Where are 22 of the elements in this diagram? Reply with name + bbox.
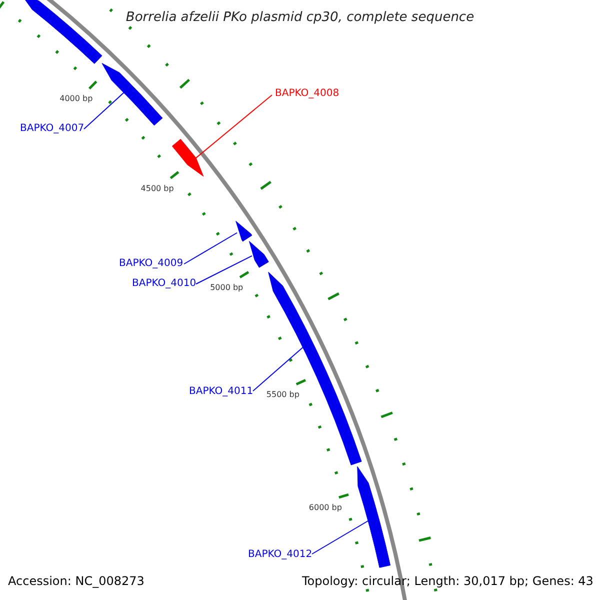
leader-line xyxy=(84,92,124,130)
gene-label: BAPKO_4009 xyxy=(119,259,184,269)
gene-label: BAPKO_4011 xyxy=(189,387,254,397)
gene-feature xyxy=(172,138,204,177)
gene-label: BAPKO_4012 xyxy=(248,550,312,560)
gene-feature xyxy=(268,272,362,466)
gene-label: BAPKO_4008 xyxy=(275,89,340,99)
gene-label: BAPKO_4010 xyxy=(132,279,196,289)
bp-label: 5000 bp xyxy=(210,284,244,292)
leader-line xyxy=(184,232,238,264)
leader-line xyxy=(196,255,252,284)
gene-feature xyxy=(236,220,252,242)
leader-line xyxy=(196,94,272,158)
gene-feature xyxy=(357,466,391,568)
gene-feature xyxy=(102,63,163,126)
leader-line xyxy=(252,346,304,392)
accession-text: Accession: NC_008273 xyxy=(8,575,144,587)
leader-line xyxy=(312,520,369,554)
map-title: Borrelia afzelii PKo plasmid cp30, complete sequence xyxy=(124,11,476,24)
bp-label: 5500 bp xyxy=(266,390,300,399)
gene-feature xyxy=(248,241,269,268)
gene-label: BAPKO_4007 xyxy=(20,124,84,134)
